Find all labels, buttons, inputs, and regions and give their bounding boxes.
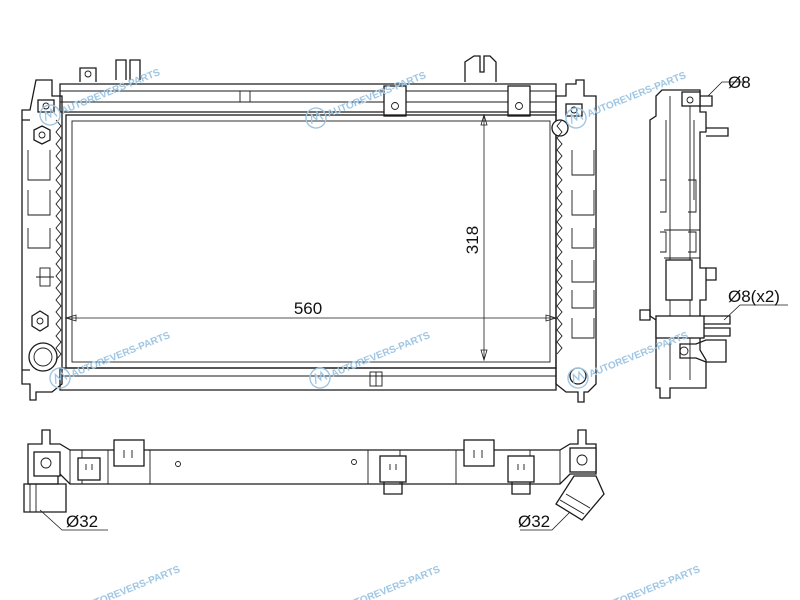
height-label: 318 [463,226,482,254]
svg-text:AUTOREVERS-PARTS: AUTOREVERS-PARTS [330,330,432,380]
watermark-logo: AUTOREVERS-PARTS [39,67,162,126]
svg-text:AUTOREVERS-PARTS: AUTOREVERS-PARTS [60,67,162,117]
width-dimension: 560 [64,299,558,322]
height-dimension: 318 [463,113,488,362]
svg-text:AUTOREVERS-PARTS: AUTOREVERS-PARTS [586,70,688,120]
svg-text:AUTOREVERS-PARTS: AUTOREVERS-PARTS [340,564,442,600]
bottom-frame [59,367,557,391]
svg-text:AUTOREVERS-PARTS: AUTOREVERS-PARTS [70,330,172,380]
watermark-logo: AUTOREVERS-PARTS [600,564,702,600]
watermark-group: AUTOREVERS-PARTS AUTOREVERS-PARTS AUTORE… [39,67,702,600]
left-tank [21,79,63,401]
fitting-top-label: Ø8 [728,73,751,92]
radiator-core [65,114,557,369]
svg-text:AUTOREVERS-PARTS: AUTOREVERS-PARTS [588,330,690,380]
right-air-plug [551,119,569,137]
left-inlet-port [28,342,58,372]
side-outlet [679,339,727,363]
left-drain-hex [33,125,51,145]
pipe-right-label: Ø32 [518,512,550,531]
watermark-logo: AUTOREVERS-PARTS [80,564,182,600]
right-pipe [555,447,605,521]
svg-text:AUTOREVERS-PARTS: AUTOREVERS-PARTS [600,564,702,600]
front-view: 560 318 [21,55,597,403]
fitting-side-label: Ø8(x2) [728,287,780,306]
top-bracket-right [464,55,497,82]
left-drain-nut [31,310,49,332]
watermark-logo: AUTOREVERS-PARTS [340,564,442,600]
bottom-view: Ø32 Ø32 [23,429,605,531]
width-label: 560 [294,299,322,318]
svg-text:AUTOREVERS-PARTS: AUTOREVERS-PARTS [80,564,182,600]
side-view: Ø8 Ø8(x2) [639,73,788,399]
top-fitting [681,91,729,137]
left-pipe [23,451,67,513]
pipe-left-label: Ø32 [66,512,98,531]
top-bracket-middle [115,59,141,80]
side-fittings [704,315,731,337]
top-bracket-left [79,67,97,82]
